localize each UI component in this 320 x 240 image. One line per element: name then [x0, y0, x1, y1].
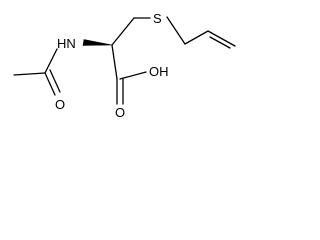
bond-acetyl-double-b [49, 69, 61, 93]
bond-allyl-double-inner [209, 36, 231, 49]
atom-sulfur-label: S [153, 11, 162, 26]
atom-amide-oxygen-label: O [55, 97, 65, 112]
molecule-structure: S HN O O OH [13, 11, 236, 120]
bond-n-acetyl [44, 48, 58, 74]
bond-allyl-double-outer [207, 30, 236, 47]
bond-calpha-ch2 [111, 17, 135, 46]
bond-acetyl-double-a [44, 72, 56, 96]
bond-calpha-carboxyl [111, 44, 118, 80]
bond-allyl-ch2-ch [184, 30, 209, 45]
bond-acetyl-methyl [13, 72, 46, 76]
atom-nh-label: HN [57, 36, 76, 51]
bond-calpha-n-wedge [82, 39, 113, 46]
bond-s-allyl-ch2 [166, 16, 186, 45]
atom-acid-hydroxyl-label: OH [149, 64, 169, 79]
bond-carboxyl-oh [119, 71, 147, 80]
atom-acid-oxygen-label: O [115, 105, 125, 120]
